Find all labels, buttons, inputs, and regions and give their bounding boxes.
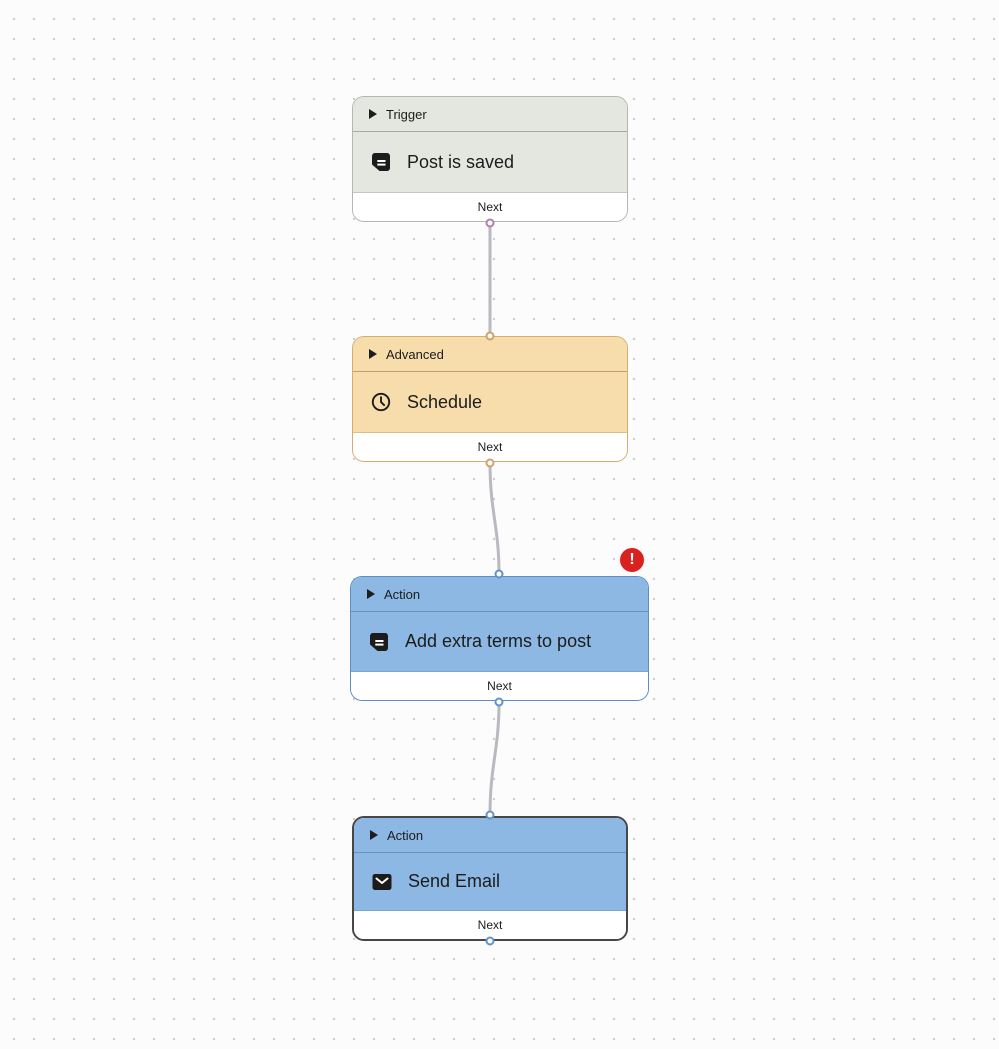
node-action-add-extra-terms[interactable]: Action Add extra terms to post Next [350,576,649,701]
node-body: Add extra terms to post [351,612,648,672]
collapse-toggle-icon[interactable] [370,830,378,840]
node-footer-next: Next [353,193,627,221]
node-header[interactable]: Action [351,577,648,612]
node-footer-next: Next [351,672,648,700]
node-type-label: Advanced [386,346,444,362]
clock-icon [369,390,393,414]
post-icon [367,630,391,654]
node-footer-next: Next [353,433,627,461]
node-footer-next: Next [354,911,626,939]
port-output-action-add-terms[interactable] [494,697,504,707]
node-header[interactable]: Advanced [353,337,627,372]
port-input-action-send-email[interactable] [485,810,495,820]
port-output-advanced[interactable] [485,458,495,468]
node-body: Send Email [354,853,626,911]
node-body: Post is saved [353,132,627,193]
node-title: Post is saved [407,151,515,172]
node-action-send-email[interactable]: Action Send Email Next [352,816,628,941]
port-output-trigger[interactable] [485,218,495,228]
email-icon [370,870,394,894]
node-title: Send Email [408,871,501,891]
collapse-toggle-icon[interactable] [369,349,377,359]
node-title: Schedule [407,391,483,412]
collapse-toggle-icon[interactable] [367,589,375,599]
node-type-label: Action [387,827,424,843]
port-input-action-add-terms[interactable] [494,569,504,579]
collapse-toggle-icon[interactable] [369,109,377,119]
node-body: Schedule [353,372,627,433]
node-type-label: Action [384,586,421,602]
node-title: Add extra terms to post [405,631,592,651]
node-trigger-post-is-saved[interactable]: Trigger Post is saved Next [352,96,628,222]
port-output-action-send-email[interactable] [485,936,495,946]
edge-action1-to-action2[interactable] [488,700,501,817]
node-type-label: Trigger [386,106,427,122]
error-badge: ! [620,548,644,572]
edge-advanced-to-action1[interactable] [488,461,501,576]
post-icon [369,150,393,174]
port-input-advanced[interactable] [485,331,495,341]
node-advanced-schedule[interactable]: Advanced Schedule Next [352,336,628,462]
node-header[interactable]: Action [354,818,626,853]
node-header[interactable]: Trigger [353,97,627,132]
